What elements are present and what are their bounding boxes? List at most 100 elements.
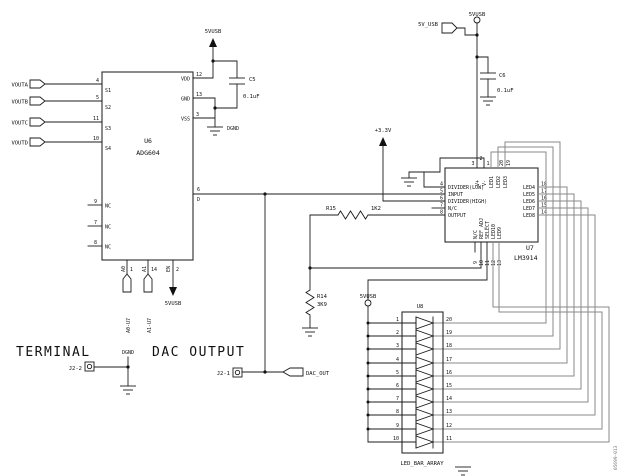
u6-body bbox=[101, 71, 194, 261]
voutc-tag bbox=[29, 117, 46, 127]
u7-pin-nc-left: N/C bbox=[448, 206, 457, 212]
voutb-label: VOUTB bbox=[11, 100, 28, 106]
u6-pin-name-vdd: VDD bbox=[181, 77, 190, 83]
u7-num-14: 14 bbox=[541, 210, 547, 216]
u7-pin-input: INPUT bbox=[448, 192, 463, 198]
u8-rnum-12: 12 bbox=[446, 423, 452, 429]
u6-pin-name-a0: A0 bbox=[121, 266, 127, 272]
u7-pin-led5: LED5 bbox=[523, 192, 535, 198]
u7-pin-led10: LED10 bbox=[491, 224, 497, 239]
u7-pin-led4: LED4 bbox=[523, 185, 535, 191]
u7-pin-vminus: V- bbox=[482, 180, 488, 186]
u8-rnum-11: 11 bbox=[446, 436, 452, 442]
u7-pin-led6: LED6 bbox=[523, 199, 535, 205]
terminal-section: TERMINAL J2-2 DGND bbox=[16, 345, 137, 395]
u8-lnum-2: 2 bbox=[396, 330, 399, 336]
u6-adg604: U6 ADG604 bbox=[101, 71, 194, 261]
u7-lm3914: U7 LM3914 DIVIDER(LOW) INPUT DIVIDER(HIG… bbox=[367, 156, 547, 301]
u6-pin-name-s4: S4 bbox=[105, 146, 111, 152]
net-dgnd-c5: DGND bbox=[227, 126, 239, 132]
dac-output-title: DAC OUTPUT bbox=[152, 345, 245, 360]
u6-pin-name-en: EN bbox=[166, 266, 172, 272]
ground-u8 bbox=[454, 466, 472, 476]
net-v33: +3.3V bbox=[375, 128, 392, 134]
a1-u7-label: A1-U7 bbox=[147, 318, 153, 333]
u7-num-13: 13 bbox=[497, 260, 503, 266]
u6-pin-num-gnd: 13 bbox=[196, 92, 202, 98]
vouta-tag bbox=[29, 79, 46, 89]
ground-u7 bbox=[400, 177, 418, 187]
u6-pin-num-s1: 4 bbox=[96, 78, 99, 84]
u6-nc1-name: NC bbox=[105, 204, 111, 210]
c5-capacitor bbox=[229, 77, 245, 85]
r15-r14-network: R15 1K2 R14 3K9 bbox=[301, 206, 482, 337]
u7-pin-led3: LED3 bbox=[503, 176, 509, 188]
u7-num-11: 11 bbox=[485, 260, 491, 266]
u6-bottom-pins: A0 A1 EN 1 14 2 A0-U7 A1-U7 5VUSB bbox=[121, 259, 182, 333]
a0-u7-label: A0-U7 bbox=[126, 318, 132, 333]
r15-value: 1K2 bbox=[371, 206, 381, 212]
u6-nc3-name: NC bbox=[105, 245, 111, 251]
u8-lnum-4: 4 bbox=[396, 357, 399, 363]
u7-pin-led2: LED2 bbox=[496, 176, 502, 188]
ground-terminal bbox=[119, 385, 137, 395]
u7-num-17: 17 bbox=[541, 189, 547, 195]
u6-pin-name-s3: S3 bbox=[105, 126, 111, 132]
vout-wires bbox=[44, 83, 103, 143]
u6-pin-num-en: 2 bbox=[176, 267, 179, 273]
u6-pin-name-vss: VSS bbox=[181, 117, 190, 123]
j2-2-label: J2-2 bbox=[69, 366, 82, 372]
u6-pin-num-a1: 14 bbox=[151, 267, 157, 273]
terminal-title: TERMINAL bbox=[16, 345, 91, 360]
net-5vusb-en: 5VUSB bbox=[165, 301, 182, 307]
u7-pin-select: SELECT bbox=[485, 221, 491, 239]
r15-resistor bbox=[337, 210, 369, 220]
j2-1-connector bbox=[232, 367, 243, 378]
ground-r14 bbox=[301, 327, 319, 337]
dac-signal-line: 6 D bbox=[192, 187, 446, 373]
u7-num-1: 1 bbox=[486, 161, 489, 167]
u6-pin-num-s4: 10 bbox=[93, 136, 99, 142]
u7-num-19: 19 bbox=[506, 160, 512, 166]
u8-rnum-13: 13 bbox=[446, 409, 452, 415]
u6-ref: U6 bbox=[144, 137, 152, 145]
c6-value: 0.1uF bbox=[497, 88, 514, 94]
dac-out-label: DAC_OUT bbox=[306, 371, 330, 377]
net-5vusb-u8: 5VUSB bbox=[360, 294, 377, 300]
vout-inputs: VOUTA VOUTB VOUTC VOUTD 4 5 11 10 S1 S2 … bbox=[11, 78, 111, 152]
power-arrow-5vusb-c5 bbox=[209, 38, 217, 47]
u7-num-12: 12 bbox=[491, 260, 497, 266]
u8-ref: U8 bbox=[417, 304, 424, 310]
u8-lnum-1: 1 bbox=[396, 317, 399, 323]
v5-rail: 5VUSB 5V_USB C6 0.1uF bbox=[418, 12, 514, 169]
c6-ref: C6 bbox=[499, 73, 506, 79]
u8-lnum-3: 3 bbox=[396, 343, 399, 349]
voutd-tag bbox=[29, 137, 46, 147]
j2-1-label: J2-1 bbox=[217, 371, 230, 377]
u6-pin-num-s2: 5 bbox=[96, 95, 99, 101]
u8-rnum-16: 16 bbox=[446, 370, 452, 376]
u6-pin-name-d: D bbox=[197, 197, 200, 203]
u6-nc2-name: NC bbox=[105, 225, 111, 231]
u7-ref: U7 bbox=[526, 244, 534, 252]
a0-u7-tag bbox=[122, 273, 132, 293]
dac-output-section: DAC OUTPUT J2-1 DAC_OUT bbox=[152, 345, 330, 378]
u6-pin-name-s2: S2 bbox=[105, 105, 111, 111]
voutd-label: VOUTD bbox=[11, 141, 28, 147]
u8-lnum-6: 6 bbox=[396, 383, 399, 389]
u7-num-9: 9 bbox=[473, 261, 479, 264]
u6-pin-name-a1: A1 bbox=[142, 266, 148, 272]
u6-pin-num-a0: 1 bbox=[130, 267, 133, 273]
net-5v-usb: 5V_USB bbox=[418, 22, 439, 28]
u7-pin-divider-low: DIVIDER(LOW) bbox=[448, 185, 484, 191]
u8-rnum-19: 19 bbox=[446, 330, 452, 336]
u8-body bbox=[401, 311, 444, 454]
c6-capacitor bbox=[480, 72, 496, 80]
u8-rnum-18: 18 bbox=[446, 343, 452, 349]
u7-num-20: 20 bbox=[499, 160, 505, 166]
u6-pin-num-s3: 11 bbox=[93, 116, 99, 122]
ground-c5 bbox=[206, 126, 224, 136]
net-5vusb-top: 5VUSB bbox=[469, 12, 486, 18]
